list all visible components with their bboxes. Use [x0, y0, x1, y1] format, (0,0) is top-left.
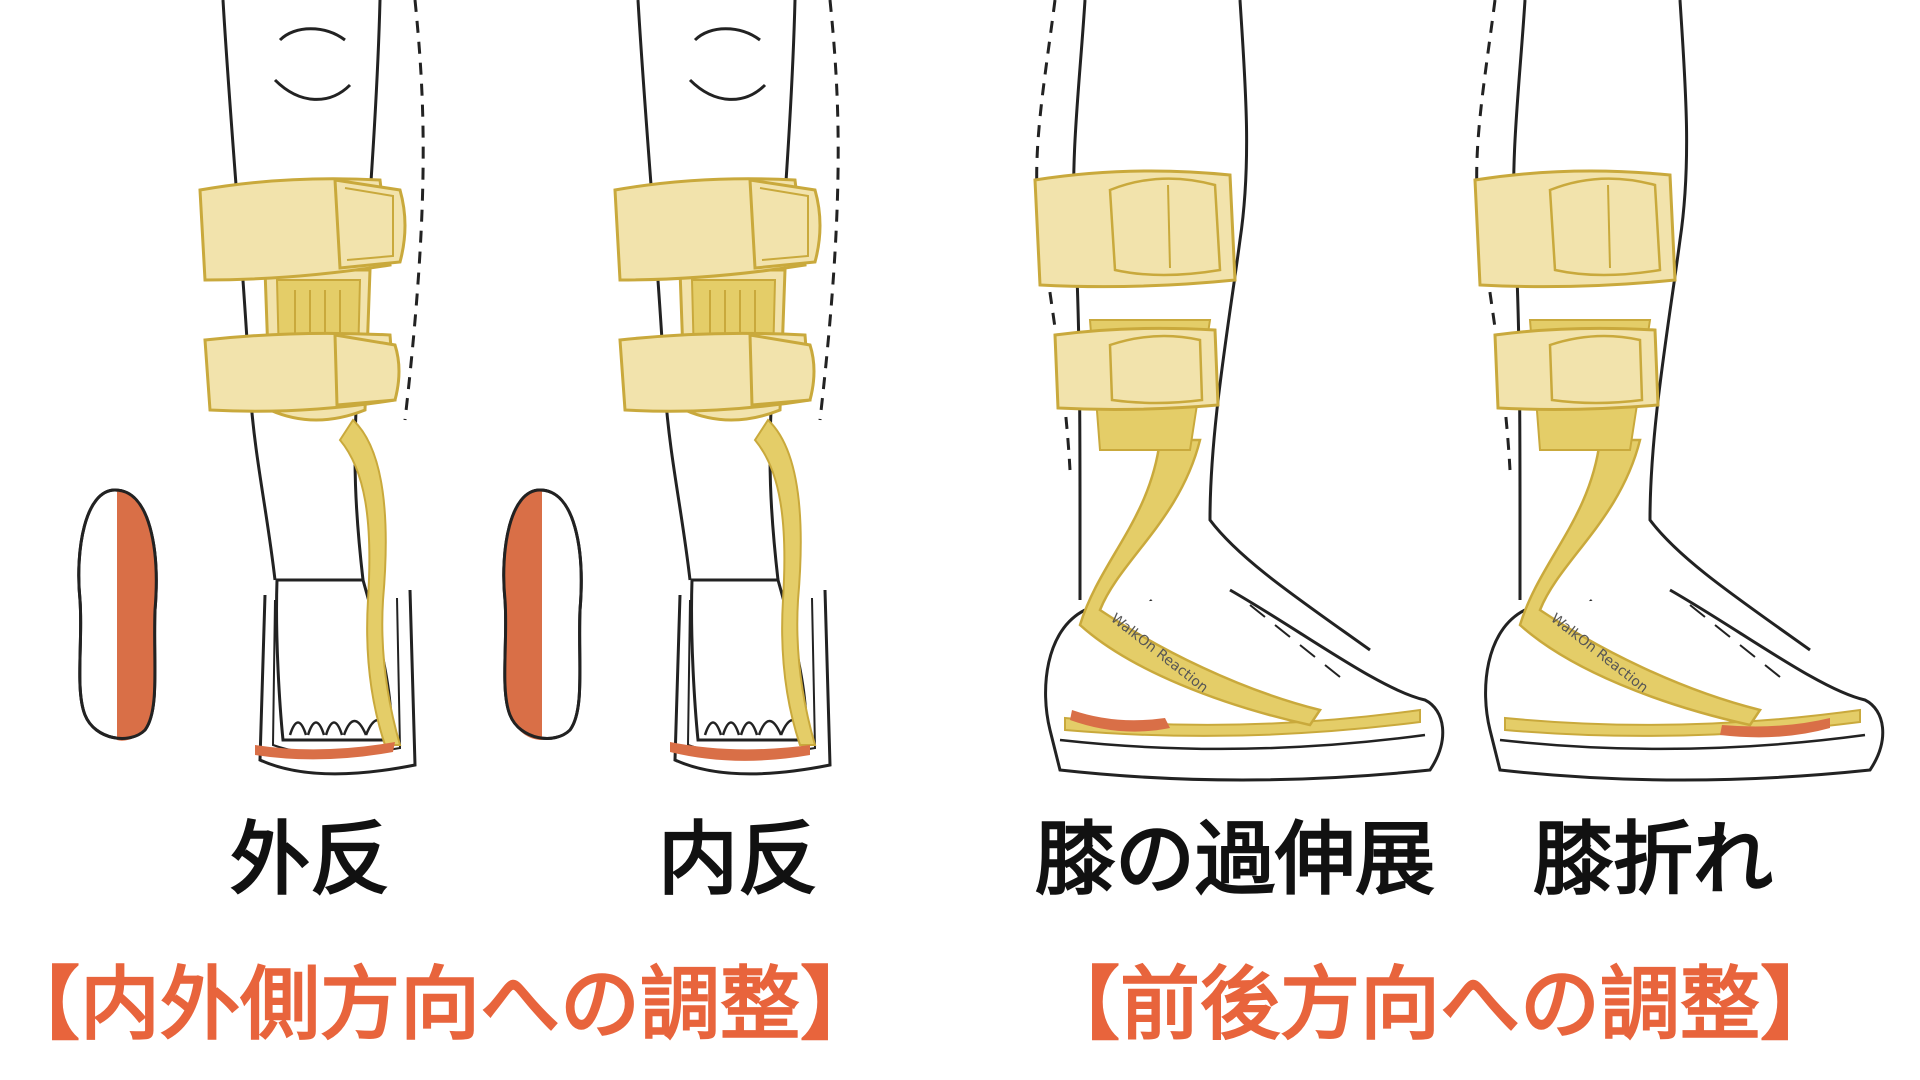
category-anteroposterior: 【前後方向への調整】: [1040, 958, 1840, 1051]
figure-knee-hyperextension: WalkOn Reaction: [1033, 0, 1445, 782]
pressure-area: [255, 742, 395, 760]
pressure-area: [1720, 718, 1830, 738]
pressure-area: [670, 742, 810, 761]
figure-label-varus: 内反: [658, 813, 818, 906]
orthosis-diagram: WalkOn Reaction WalkOn Reaction: [77, 0, 1885, 782]
figure-knee-buckling: WalkOn Reaction: [1473, 0, 1885, 782]
pressure-area: [1070, 710, 1170, 732]
category-mediolateral: 【内外側方向への調整】: [0, 958, 880, 1051]
figure-label-valgus: 外反: [230, 813, 390, 906]
figure-varus: [502, 0, 840, 776]
figure-valgus: [77, 0, 425, 776]
figure-label-knee-buckling: 膝折れ: [1533, 813, 1773, 906]
figure-label-knee-hyperextension: 膝の過伸展: [1035, 813, 1435, 906]
